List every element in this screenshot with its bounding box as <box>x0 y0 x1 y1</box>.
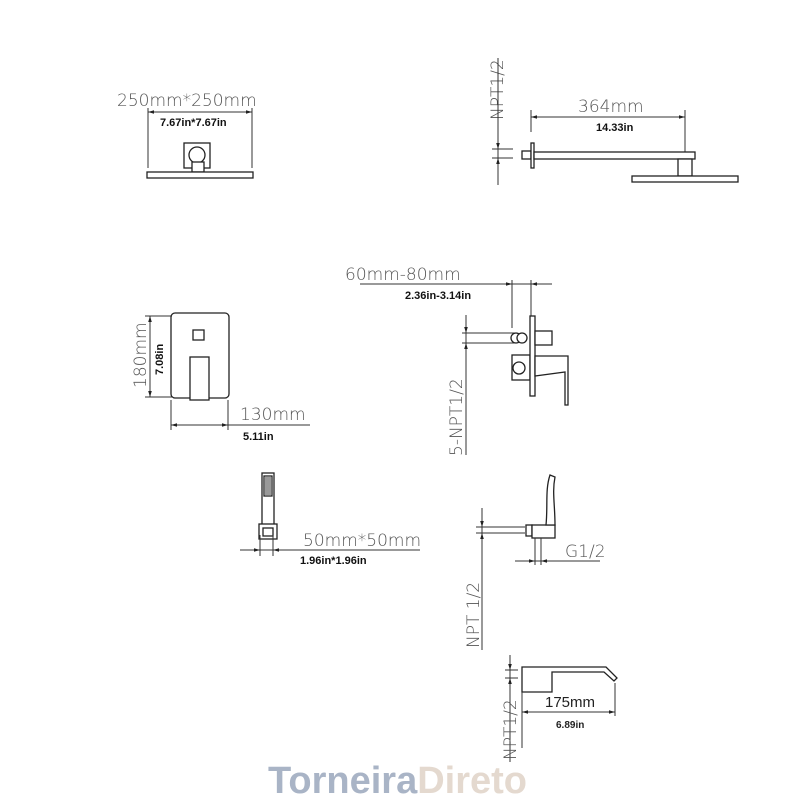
logo-part2: Direto <box>417 760 527 800</box>
rain-shower-size-in: 7.67in*7.67in <box>160 117 227 129</box>
valve-side-view: 60mm-80mm 2.36in-3.14in 5-NPT1/2 <box>345 265 569 456</box>
holder-thread-label: NPT 1/2 <box>464 582 484 648</box>
rain-shower-top-view: 250mm*250mm 7.67in*7.67in <box>117 91 257 179</box>
mixer-plate-front-view: 180mm 7.08in 130mm 5.11in <box>131 312 310 443</box>
rain-shower-size-mm: 250mm*250mm <box>117 91 257 111</box>
spout-length-in: 6.89in <box>556 720 584 731</box>
valve-depth-mm: 60mm-80mm <box>345 265 461 285</box>
plate-width-in: 5.11in <box>243 431 274 443</box>
valve-thread-label: 5-NPT1/2 <box>447 378 467 456</box>
spout-length-mm: 175mm <box>545 694 595 711</box>
hand-shower-view: 50mm*50mm 1.96in*1.96in <box>240 472 421 567</box>
arm-length-mm: 364mm <box>578 97 644 117</box>
tub-spout-side-view: NPT1/2 175mm 6.89in <box>501 655 618 762</box>
spout-thread-label: NPT1/2 <box>501 699 521 760</box>
plate-width-mm: 130mm <box>240 405 306 425</box>
svg-text:TorneiraDireto: TorneiraDireto <box>268 760 527 800</box>
hand-shower-size-in: 1.96in*1.96in <box>300 555 367 567</box>
valve-depth-in: 2.36in-3.14in <box>405 290 471 302</box>
plate-height-in: 7.08in <box>154 344 166 375</box>
plate-height-mm: 180mm <box>131 322 151 388</box>
holder-side-view: NPT 1/2 G1/2 <box>464 474 606 650</box>
shower-arm-side-view: NPT1/2 364mm 14.33in <box>488 58 739 185</box>
holder-outlet-label: G1/2 <box>565 542 606 562</box>
arm-length-in: 14.33in <box>596 122 634 134</box>
logo-part1: Torneira <box>268 760 418 800</box>
torneira-direto-logo: TorneiraDireto <box>268 760 527 800</box>
hand-shower-size-mm: 50mm*50mm <box>303 531 421 551</box>
